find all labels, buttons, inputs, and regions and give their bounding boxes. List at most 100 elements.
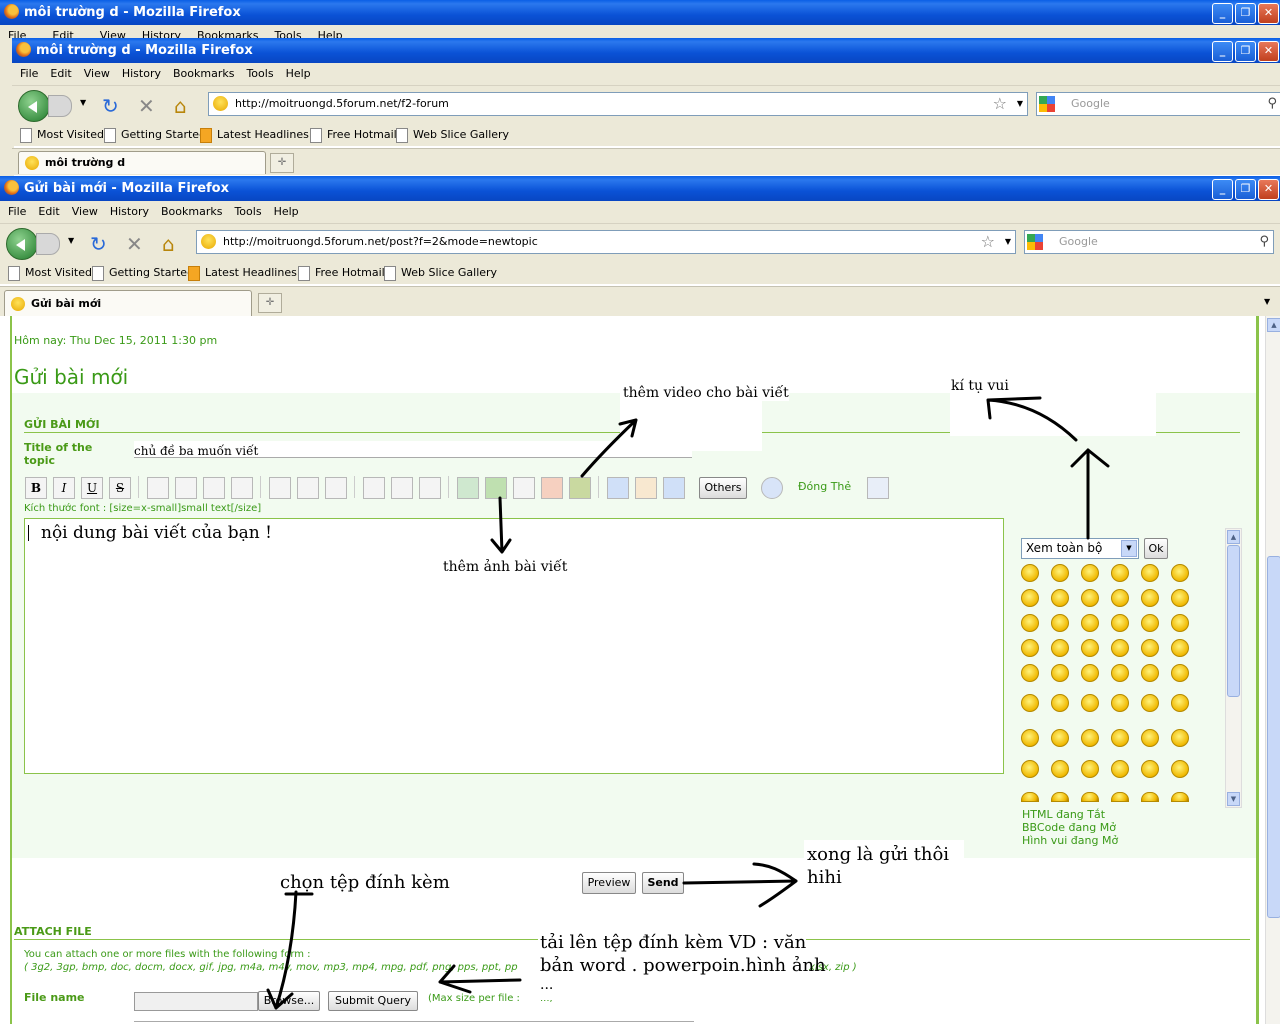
smiley-icon[interactable]: [1051, 564, 1069, 582]
status-html[interactable]: HTML đang Tắt: [1022, 808, 1106, 821]
history-dropdown-icon[interactable]: ▼: [80, 98, 87, 107]
smiley-icon[interactable]: [1111, 664, 1129, 682]
smiley-icon[interactable]: [1051, 729, 1069, 747]
tab-list-icon[interactable]: ▼: [1264, 297, 1271, 306]
menu-bookmarks[interactable]: Bookmarks: [172, 67, 235, 80]
google-icon[interactable]: [1027, 234, 1043, 250]
close-button[interactable]: ✕: [1258, 179, 1279, 200]
bookmark-free-hotmail[interactable]: Free Hotmail: [298, 265, 385, 281]
back-button[interactable]: [18, 90, 50, 122]
new-tab-button[interactable]: ✛: [258, 293, 282, 313]
close-button[interactable]: ✕: [1258, 41, 1279, 62]
smiley-icon[interactable]: [1081, 694, 1099, 712]
smiley-icon[interactable]: [1111, 639, 1129, 657]
smiley-icon[interactable]: [1051, 589, 1069, 607]
font-size-icon[interactable]: [663, 477, 685, 499]
address-bar[interactable]: http://moitruongd.5forum.net/post?f=2&mo…: [196, 230, 1016, 254]
smiley-icon[interactable]: [1171, 729, 1189, 747]
smiley-icon[interactable]: [1141, 639, 1159, 657]
scroll-up-arrow-icon[interactable]: ▲: [1227, 530, 1240, 544]
smiley-icon[interactable]: [1081, 589, 1099, 607]
menu-edit[interactable]: Edit: [52, 29, 74, 38]
new-tab-button[interactable]: ✛: [270, 153, 294, 173]
forward-button[interactable]: [48, 95, 72, 117]
italic-button[interactable]: I: [53, 477, 75, 499]
bold-button[interactable]: B: [25, 477, 47, 499]
smiley-icon[interactable]: [1021, 589, 1039, 607]
smiley-icon[interactable]: [1141, 564, 1159, 582]
scroll-thumb[interactable]: [1267, 556, 1280, 918]
menu-view[interactable]: View: [99, 29, 126, 38]
search-icon[interactable]: ⚲: [1259, 234, 1269, 249]
restore-button[interactable]: ❐: [1235, 179, 1256, 200]
smiley-icon[interactable]: [1171, 694, 1189, 712]
link-icon[interactable]: [513, 477, 535, 499]
smiley-icon[interactable]: [1171, 792, 1189, 802]
bookmark-web-slice-gallery[interactable]: Web Slice Gallery: [384, 265, 497, 281]
menu-file[interactable]: File: [20, 67, 39, 80]
browse-button[interactable]: Browse...: [258, 991, 320, 1011]
menu-bookmarks[interactable]: Bookmarks: [196, 29, 259, 38]
smiley-icon[interactable]: [1021, 694, 1039, 712]
stop-icon[interactable]: ✕: [138, 94, 155, 118]
quote-icon[interactable]: [363, 477, 385, 499]
smiley-icon[interactable]: [1021, 792, 1039, 802]
smiley-icon[interactable]: [1111, 760, 1129, 778]
others-button[interactable]: Others: [699, 477, 747, 499]
smiley-icon[interactable]: [1171, 564, 1189, 582]
bookmark-getting-started[interactable]: Getting Started: [92, 265, 194, 281]
menu-view[interactable]: View: [83, 67, 110, 80]
smiley-icon[interactable]: [1141, 792, 1159, 802]
stop-icon[interactable]: ✕: [126, 232, 143, 256]
scroll-thumb[interactable]: [1227, 545, 1240, 697]
minimize-button[interactable]: _: [1212, 41, 1233, 62]
search-box[interactable]: Google ⚲: [1024, 230, 1274, 254]
home-icon[interactable]: ⌂: [162, 232, 175, 256]
message-editor[interactable]: nội dung bài viết của bạn !: [24, 518, 1004, 774]
smiley-icon[interactable]: [1081, 792, 1099, 802]
align-right-icon[interactable]: [203, 477, 225, 499]
menu-edit[interactable]: Edit: [38, 205, 60, 218]
smiley-icon[interactable]: [1111, 614, 1129, 632]
smilies-scrollbar[interactable]: ▲ ▼: [1225, 528, 1242, 808]
menu-bookmarks[interactable]: Bookmarks: [160, 205, 223, 218]
switch-editor-icon[interactable]: [867, 477, 889, 499]
tab-moi-truong[interactable]: môi trường d: [18, 151, 266, 174]
smiley-icon[interactable]: [1051, 694, 1069, 712]
close-button[interactable]: ✕: [1258, 3, 1279, 24]
flash-icon[interactable]: [541, 477, 563, 499]
smiley-icon[interactable]: [1021, 760, 1039, 778]
smiley-icon[interactable]: [1111, 564, 1129, 582]
google-icon[interactable]: [1039, 96, 1055, 112]
align-left-icon[interactable]: [147, 477, 169, 499]
smiley-icon[interactable]: [1081, 639, 1099, 657]
status-smilies[interactable]: Hình vui đang Mở: [1022, 834, 1119, 847]
bookmark-web-slice-gallery[interactable]: Web Slice Gallery: [396, 127, 509, 143]
host-image-icon[interactable]: [457, 477, 479, 499]
menu-history[interactable]: History: [121, 67, 161, 80]
chevron-down-icon[interactable]: ▼: [1121, 540, 1137, 557]
bookmark-most-visited[interactable]: Most Visited: [8, 265, 92, 281]
bookmark-star-icon[interactable]: ☆: [980, 232, 995, 251]
smilies-select[interactable]: Xem toàn bộ ▼: [1021, 538, 1139, 559]
color-palette-icon[interactable]: [635, 477, 657, 499]
smiley-icon[interactable]: [1111, 792, 1129, 802]
smiley-icon[interactable]: [1021, 564, 1039, 582]
bookmark-star-icon[interactable]: ☆: [992, 94, 1007, 113]
smiley-icon[interactable]: [1111, 589, 1129, 607]
bookmark-latest-headlines[interactable]: Latest Headlines: [200, 127, 309, 143]
file-path-input[interactable]: [134, 992, 258, 1011]
menu-tools[interactable]: Tools: [246, 67, 274, 80]
numbered-list-icon[interactable]: [297, 477, 319, 499]
smiley-icon[interactable]: [1081, 664, 1099, 682]
send-button[interactable]: Send: [642, 872, 684, 894]
smiley-icon[interactable]: [1111, 729, 1129, 747]
bookmark-most-visited[interactable]: Most Visited: [20, 127, 104, 143]
topic-title-input[interactable]: chủ đề ba muốn viết: [134, 441, 692, 458]
forward-button[interactable]: [36, 233, 60, 255]
horizontal-rule-icon[interactable]: [325, 477, 347, 499]
smiley-icon[interactable]: [1141, 614, 1159, 632]
bullet-list-icon[interactable]: [269, 477, 291, 499]
smiley-icon[interactable]: [1141, 729, 1159, 747]
bookmark-getting-started[interactable]: Getting Started: [104, 127, 206, 143]
